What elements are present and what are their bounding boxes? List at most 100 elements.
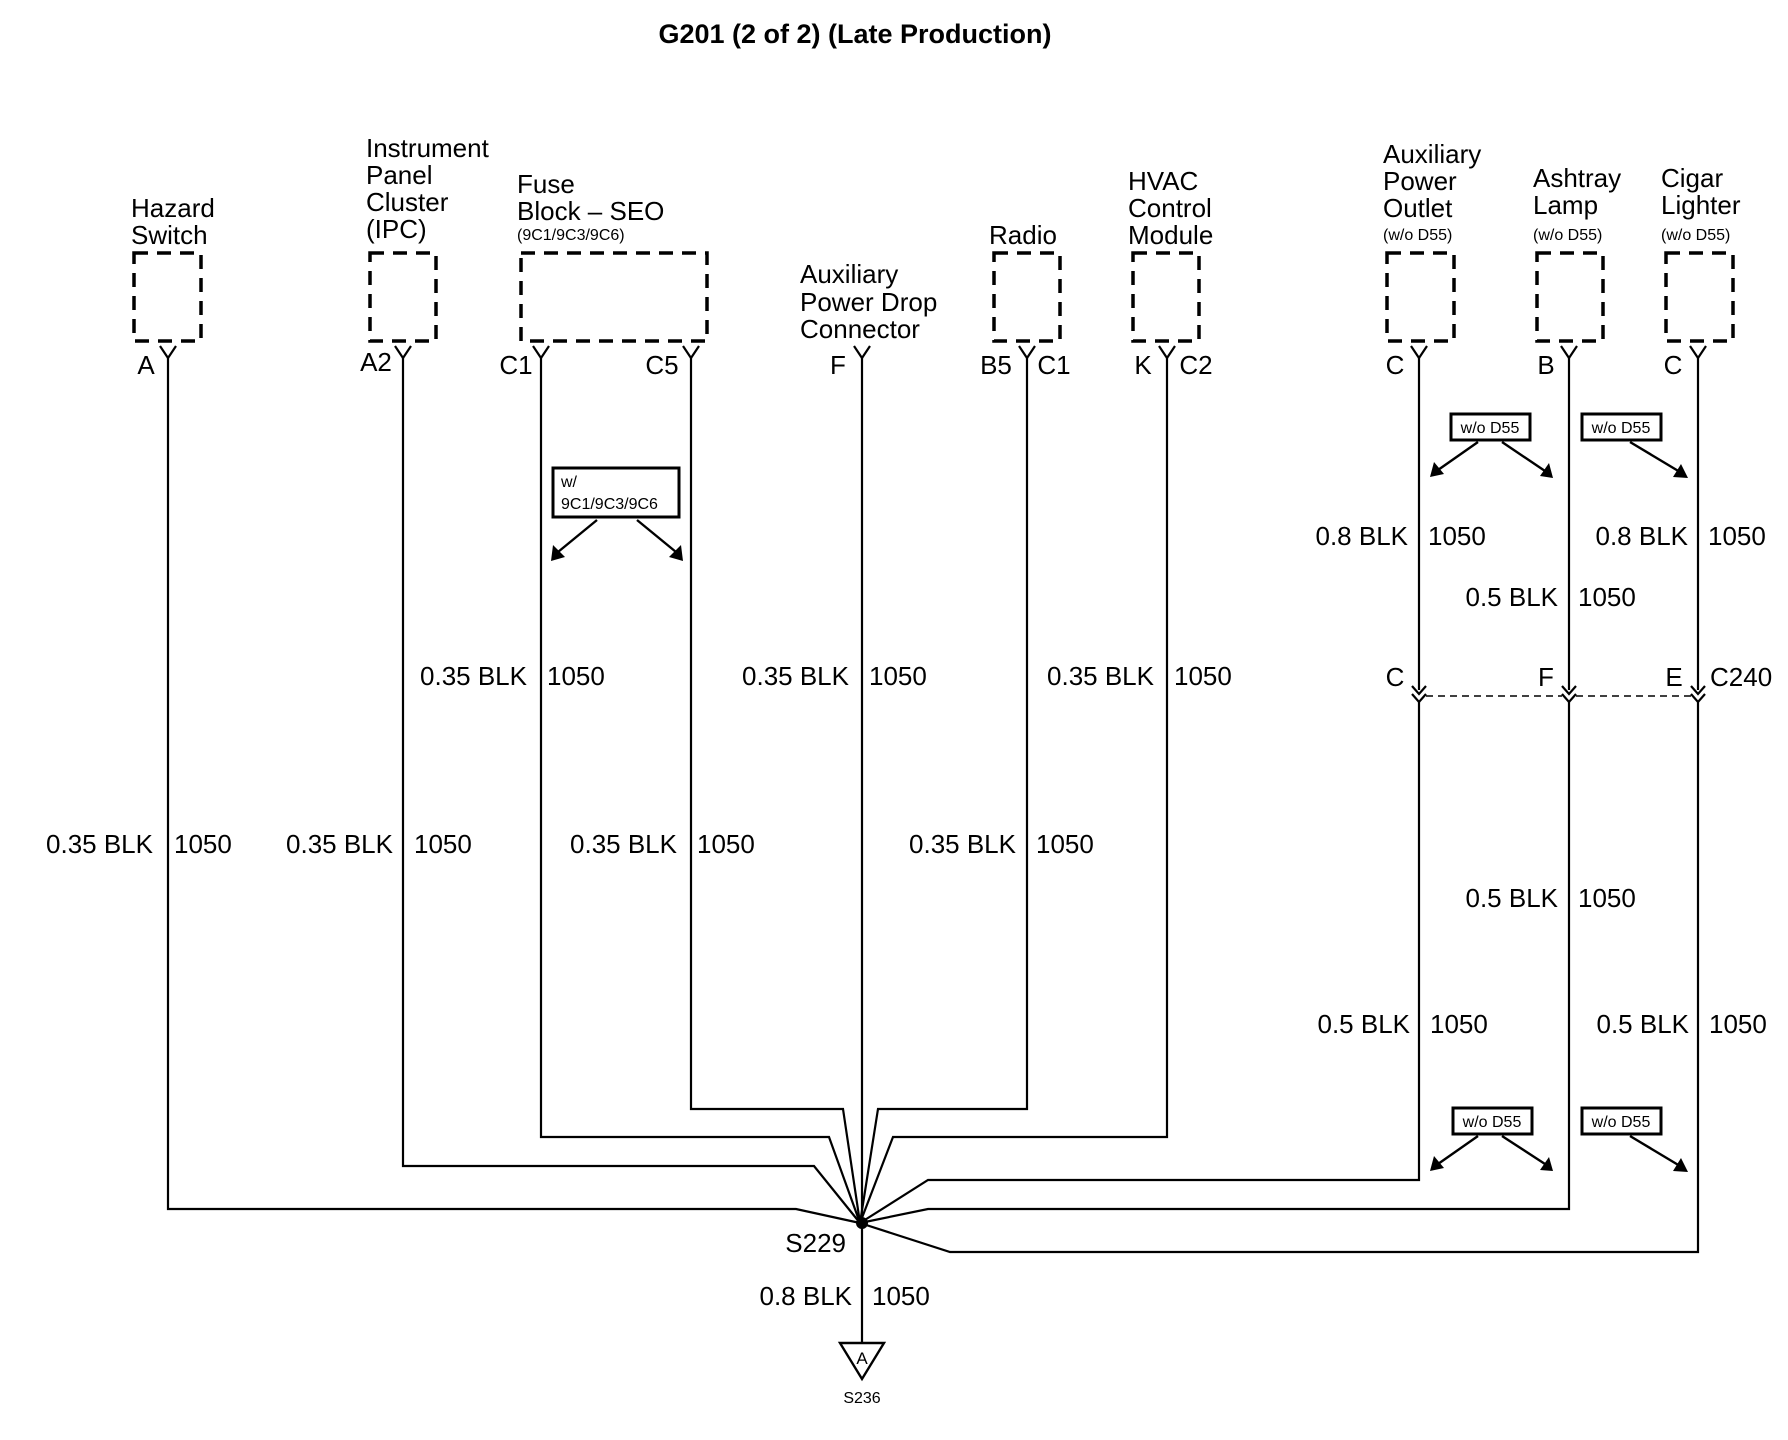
ipc-label-line3: Cluster [366, 187, 449, 217]
wire-apo-lower [859, 702, 1421, 1224]
splice-label: S229 [785, 1228, 846, 1258]
option-box-fuse-line1: w/ [560, 474, 578, 491]
cigar-lighter-label: Cigar Lighter (w/o D55) [1661, 163, 1741, 244]
arrowhead-top-right [1673, 464, 1688, 478]
hvac-label-line2: Control [1128, 193, 1212, 223]
connector-hvac [1158, 345, 1176, 360]
wire-apo-upper-gauge: 0.8 BLK [1315, 521, 1408, 551]
pin-hazard: A [137, 350, 155, 380]
hazard-switch-box [132, 251, 203, 343]
wire-apdc-circuit: 1050 [869, 661, 927, 691]
aux-power-drop-label-line1: Auxiliary [800, 259, 898, 289]
wire-fuse-c5 [689, 357, 862, 1224]
fuse-block-box [519, 251, 709, 343]
fuse-block-label-line2: Block – SEO [517, 196, 664, 226]
c240-pin-cigar: E [1665, 662, 1682, 692]
option-box-fuse-line2: 9C1/9C3/9C6 [561, 496, 658, 513]
ashtray-lamp-box [1535, 251, 1605, 343]
arrowhead-fuse-left [551, 545, 565, 561]
ipc-label-line2: Panel [366, 160, 433, 190]
option-box-bottom-left-text: w/o D55 [1462, 1114, 1522, 1131]
wire-apo-lower-gauge: 0.5 BLK [1317, 1009, 1410, 1039]
wire-fuse-c1-gauge: 0.35 BLK [420, 661, 528, 691]
ground-label: S236 [843, 1390, 880, 1407]
option-box-bottom-left-frame [1451, 1106, 1534, 1136]
c240-apo-symbol [1411, 685, 1427, 704]
c240-ashtray-symbol [1561, 685, 1577, 704]
c240-pin-apo: C [1386, 662, 1405, 692]
option-box-fuse: w/ 9C1/9C3/9C6 [551, 466, 683, 561]
aux-power-outlet-label: Auxiliary Power Outlet (w/o D55) [1383, 139, 1481, 244]
aux-power-outlet-label-line2: Power [1383, 166, 1457, 196]
option-box-top-right-arrow [1629, 440, 1681, 474]
wire-hvac-circuit: 1050 [1174, 661, 1232, 691]
wire-ground-gauge: 0.8 BLK [759, 1281, 852, 1311]
wire-fuse-c1 [539, 357, 862, 1224]
ipc-box [368, 251, 438, 343]
aux-power-outlet-box [1385, 251, 1456, 343]
connector-radio [1018, 345, 1036, 360]
wire-ashtray-lower-gauge: 0.5 BLK [1465, 883, 1558, 913]
option-box-bottom-right-arrow [1629, 1134, 1681, 1168]
pin-fuse-c5: C5 [645, 350, 678, 380]
wire-hazard-gauge: 0.35 BLK [46, 829, 154, 859]
wire-cigar-lower [859, 702, 1700, 1254]
hazard-switch-label-line1: Hazard [131, 193, 215, 223]
cigar-lighter-label-sub: (w/o D55) [1661, 227, 1730, 244]
wire-ground-circuit: 1050 [872, 1281, 930, 1311]
wire-cigar-upper-gauge: 0.8 BLK [1595, 521, 1688, 551]
connector-fuse-c5 [682, 345, 700, 360]
ashtray-lamp-label-line1: Ashtray [1533, 163, 1621, 193]
pin-fuse-c1: C1 [499, 350, 532, 380]
ipc-label-line4: (IPC) [366, 214, 427, 244]
pin-hvac-c2: C2 [1179, 350, 1212, 380]
connector-apdc-f [853, 345, 871, 360]
wire-radio-circuit: 1050 [1036, 829, 1094, 859]
wire-hazard [166, 357, 861, 1225]
fuse-block-label-line1: Fuse [517, 169, 575, 199]
arrowhead-top-left-a [1430, 462, 1444, 477]
pin-radio-c1: C1 [1037, 350, 1070, 380]
pin-radio-b5: B5 [980, 350, 1012, 380]
option-box-top-left-arrows [1437, 441, 1546, 472]
radio-label: Radio [989, 220, 1057, 250]
aux-power-drop-label-line3: Connector [800, 314, 920, 344]
connector-fuse-c1 [532, 345, 550, 360]
pin-apo: C [1386, 350, 1405, 380]
wire-fuse-c5-circuit: 1050 [697, 829, 755, 859]
aux-power-outlet-label-line1: Auxiliary [1383, 139, 1481, 169]
hvac-box [1131, 251, 1201, 343]
wire-hazard-circuit: 1050 [174, 829, 232, 859]
wire-cigar-upper-circuit: 1050 [1708, 521, 1766, 551]
c240-name: C240 [1710, 662, 1772, 692]
pin-ipc: A2 [360, 347, 392, 377]
arrowhead-fuse-right [669, 545, 683, 561]
ground-reference: A S236 [837, 1341, 887, 1407]
wires [166, 357, 1700, 1343]
wire-radio [858, 357, 1029, 1224]
wire-fuse-c5-gauge: 0.35 BLK [570, 829, 678, 859]
connector-ipc-a2 [394, 345, 412, 360]
aux-power-drop-label-line2: Power Drop [800, 287, 937, 317]
option-box-top-right: w/o D55 [1580, 412, 1688, 478]
connector-hazard-a [159, 345, 177, 360]
ashtray-lamp-label-line2: Lamp [1533, 190, 1598, 220]
arrowhead-bottom-right [1673, 1158, 1688, 1172]
wire-ipc-gauge: 0.35 BLK [286, 829, 394, 859]
fuse-block-label: Fuse Block – SEO (9C1/9C3/9C6) [517, 169, 664, 244]
ground-triangle [837, 1341, 887, 1382]
wire-ipc [401, 357, 861, 1224]
option-box-top-right-text: w/o D55 [1591, 420, 1651, 437]
ground-letter: A [856, 1349, 868, 1368]
ashtray-lamp-label: Ashtray Lamp (w/o D55) [1533, 163, 1621, 244]
wire-cigar-lower-circuit: 1050 [1709, 1009, 1767, 1039]
arrowhead-top-left-b [1540, 463, 1553, 478]
radio-box [992, 251, 1062, 343]
hazard-switch-label: Hazard Switch [131, 193, 215, 250]
hvac-label: HVAC Control Module [1128, 166, 1213, 250]
option-box-fuse-frame [551, 466, 681, 519]
aux-power-outlet-label-line3: Outlet [1383, 193, 1453, 223]
option-box-top-left: w/o D55 [1430, 412, 1553, 478]
diagram-title: G201 (2 of 2) (Late Production) [658, 19, 1051, 49]
